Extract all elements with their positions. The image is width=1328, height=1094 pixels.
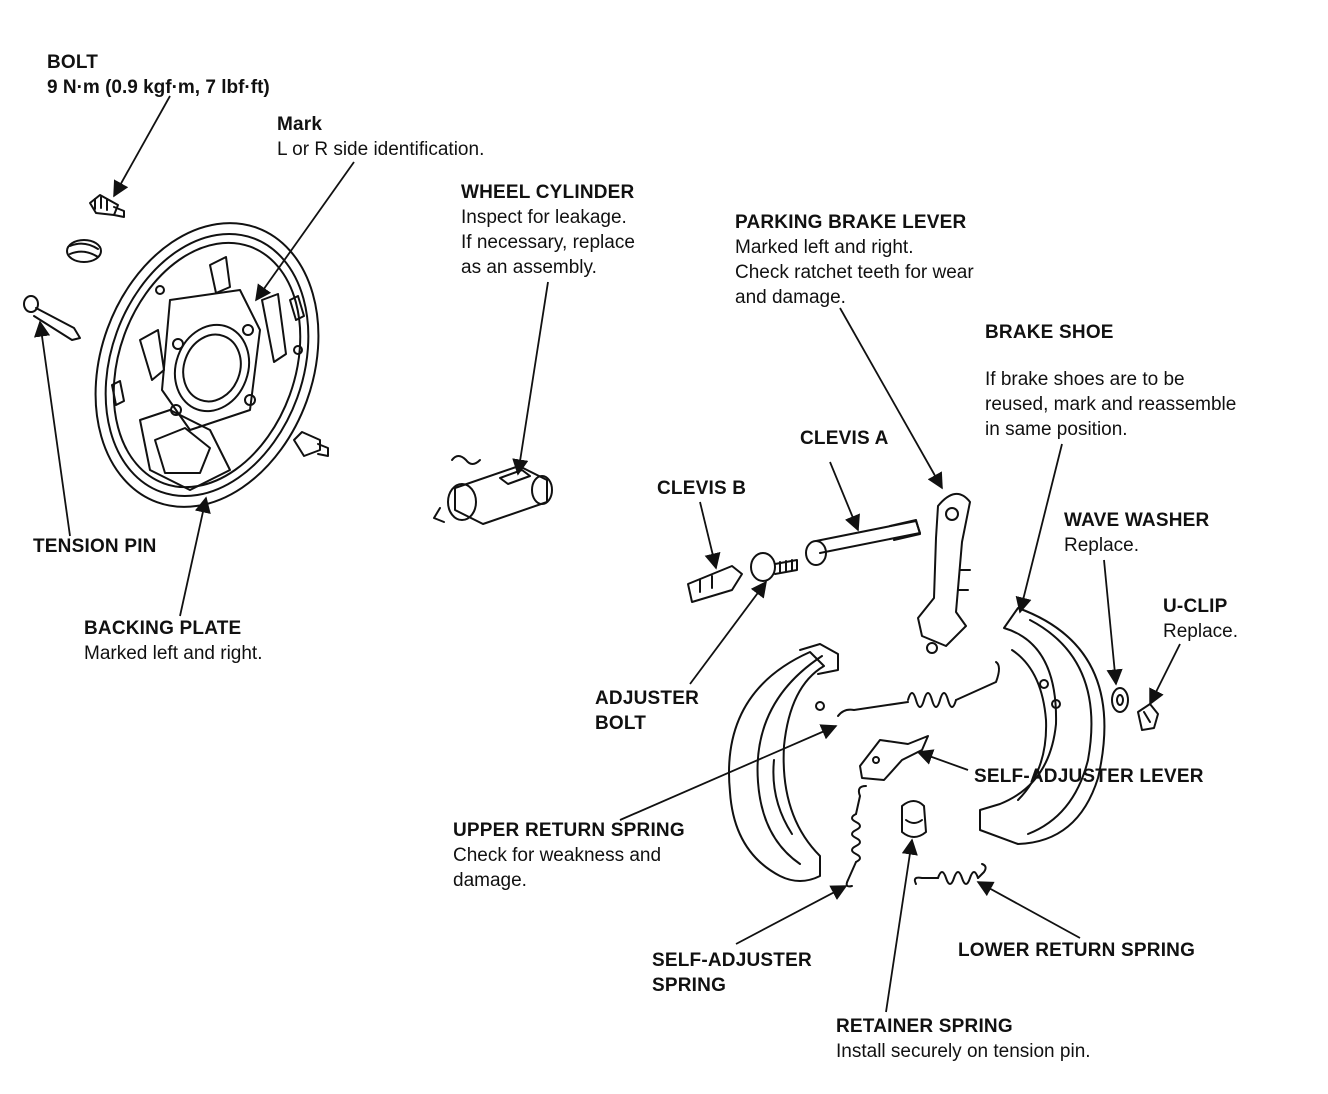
- clevis-a-part: [805, 519, 921, 566]
- label-self-adjuster-spring-line-0: SPRING: [652, 975, 727, 996]
- self-adjuster-lever-part: [859, 735, 929, 781]
- adjuster-bolt-part: [750, 552, 798, 582]
- left-brake-shoe-part: [728, 643, 839, 882]
- right-brake-shoe-part: [979, 607, 1106, 845]
- label-clevis-b: CLEVIS B: [657, 476, 746, 501]
- label-backing-plate: BACKING PLATE Marked left and right.: [84, 616, 262, 666]
- label-mark-line-0: L or R side identification.: [277, 139, 485, 160]
- wave-washer-part: [1111, 687, 1129, 713]
- tension-pin-part: [23, 295, 81, 341]
- label-wheel-cylinder-line-1: If necessary, replace: [461, 232, 635, 253]
- label-adjuster-bolt-title: ADJUSTER: [595, 688, 700, 709]
- label-u-clip: U-CLIP Replace.: [1163, 594, 1238, 644]
- parking-brake-lever-part: [917, 493, 971, 654]
- self-adjuster-spring-part: [845, 785, 867, 888]
- label-brake-shoe: BRAKE SHOE If brake shoes are to be reus…: [985, 320, 1236, 442]
- label-parking-brake-lever-title: PARKING BRAKE LEVER: [735, 212, 967, 233]
- label-backing-plate-title: BACKING PLATE: [84, 618, 242, 639]
- label-bolt-title: BOLT: [47, 52, 99, 73]
- label-brake-shoe-title: BRAKE SHOE: [985, 322, 1114, 343]
- label-retainer-spring-title: RETAINER SPRING: [836, 1016, 1013, 1037]
- label-retainer-spring-line-0: Install securely on tension pin.: [836, 1041, 1091, 1062]
- label-lower-return-spring: LOWER RETURN SPRING: [958, 938, 1195, 963]
- label-wheel-cylinder-title: WHEEL CYLINDER: [461, 182, 635, 203]
- label-lower-return-spring-title: LOWER RETURN SPRING: [958, 940, 1196, 961]
- label-tension-pin-title: TENSION PIN: [33, 536, 157, 557]
- label-parking-brake-lever-line-0: Marked left and right.: [735, 237, 914, 258]
- label-mark: Mark L or R side identification.: [277, 112, 484, 162]
- backing-plate-part: [94, 222, 320, 508]
- label-mark-title: Mark: [277, 114, 323, 135]
- label-parking-brake-lever-line-2: and damage.: [735, 287, 846, 308]
- label-parking-brake-lever: PARKING BRAKE LEVER Marked left and righ…: [735, 210, 974, 310]
- u-clip-part: [1137, 703, 1159, 731]
- label-wheel-cylinder-line-0: Inspect for leakage.: [461, 207, 627, 228]
- label-wave-washer: WAVE WASHER Replace.: [1064, 508, 1209, 558]
- wave-nut-part: [66, 239, 102, 263]
- label-u-clip-title: U-CLIP: [1163, 596, 1228, 617]
- label-self-adjuster-spring: SELF-ADJUSTER SPRING: [652, 948, 812, 998]
- label-upper-return-spring-line-1: damage.: [453, 870, 527, 891]
- label-bolt-torque: 9 N·m (0.9 kgf·m, 7 lbf·ft): [47, 77, 270, 98]
- leader-lines: [34, 95, 1181, 1013]
- label-upper-return-spring-title: UPPER RETURN SPRING: [453, 820, 685, 841]
- lower-return-spring-part: [913, 863, 987, 885]
- label-brake-shoe-line-2: reused, mark and reassemble: [985, 394, 1237, 415]
- wheel-cylinder-part: [433, 455, 553, 525]
- label-retainer-spring: RETAINER SPRING Install securely on tens…: [836, 1014, 1091, 1064]
- label-brake-shoe-line-3: in same position.: [985, 419, 1128, 440]
- label-wheel-cylinder-line-2: as an assembly.: [461, 257, 597, 278]
- label-self-adjuster-lever-title: SELF-ADJUSTER LEVER: [974, 766, 1204, 787]
- label-parking-brake-lever-line-1: Check ratchet teeth for wear: [735, 262, 974, 283]
- label-u-clip-line-0: Replace.: [1163, 621, 1238, 642]
- clevis-b-part: [687, 565, 743, 603]
- label-brake-shoe-line-1: If brake shoes are to be: [985, 369, 1185, 390]
- label-adjuster-bolt: ADJUSTER BOLT: [595, 686, 699, 736]
- label-self-adjuster-lever: SELF-ADJUSTER LEVER: [974, 764, 1204, 789]
- label-brake-shoe-spacer: [985, 345, 1236, 367]
- label-adjuster-bolt-line-0: BOLT: [595, 713, 647, 734]
- label-upper-return-spring-line-0: Check for weakness and: [453, 845, 662, 866]
- backing-plate-bolt: [293, 431, 329, 457]
- upper-return-spring-part: [837, 661, 1000, 717]
- label-wave-washer-title: WAVE WASHER: [1064, 510, 1210, 531]
- label-clevis-a: CLEVIS A: [800, 426, 889, 451]
- label-clevis-b-title: CLEVIS B: [657, 478, 747, 499]
- label-wheel-cylinder: WHEEL CYLINDER Inspect for leakage. If n…: [461, 180, 635, 280]
- label-self-adjuster-spring-title: SELF-ADJUSTER: [652, 950, 812, 971]
- label-backing-plate-line-0: Marked left and right.: [84, 643, 263, 664]
- label-tension-pin: TENSION PIN: [33, 534, 157, 559]
- label-upper-return-spring: UPPER RETURN SPRING Check for weakness a…: [453, 818, 685, 893]
- label-wave-washer-line-0: Replace.: [1064, 535, 1139, 556]
- label-clevis-a-title: CLEVIS A: [800, 428, 889, 449]
- retainer-spring-part: [901, 800, 927, 838]
- bolt-part: [89, 194, 125, 218]
- label-bolt: BOLT 9 N·m (0.9 kgf·m, 7 lbf·ft): [47, 50, 270, 100]
